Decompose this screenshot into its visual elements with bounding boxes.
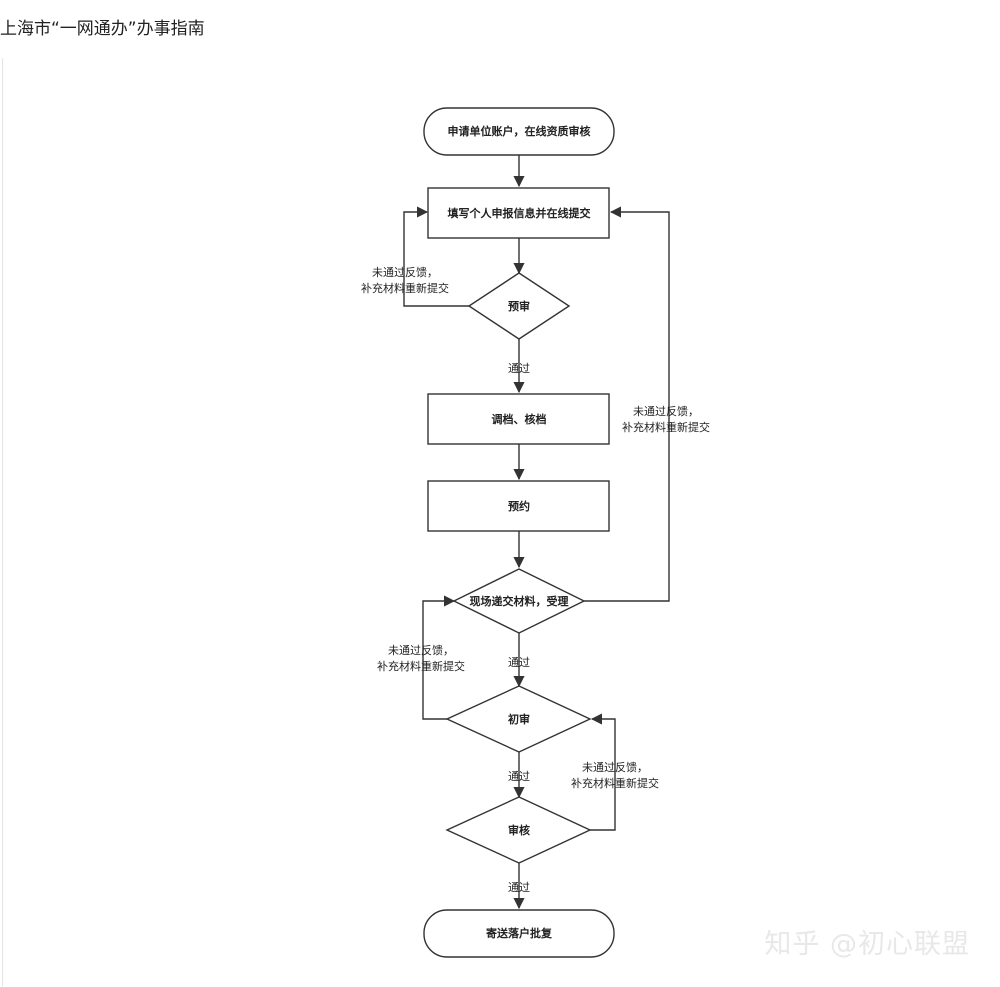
fail-label-prereview-line2: 补充材料重新提交 (361, 281, 449, 295)
node-onsite-submit (452, 568, 586, 634)
fail-label-firstreview-line2: 补充材料重新提交 (377, 659, 465, 673)
node-first-review (445, 685, 592, 753)
node-appointment-label: 预约 (508, 499, 530, 513)
node-pre-review (467, 272, 571, 340)
node-first-review-label: 初审 (508, 712, 530, 726)
node-audit (445, 796, 592, 864)
node-audit-label: 审核 (508, 823, 530, 837)
node-fill-submit (427, 187, 610, 239)
edge-prereview-fail-loop (403, 206, 469, 307)
fail-label-audit-line2: 补充材料重新提交 (571, 776, 659, 790)
page-title: 上海市“一网通办”办事指南 (0, 19, 205, 39)
node-mail-approval (423, 909, 615, 958)
watermark: 知乎 @初心联盟 (764, 929, 970, 960)
node-appointment (427, 480, 610, 532)
node-pre-review-label: 预审 (508, 299, 530, 313)
pass-label-firstreview: 通过 (508, 770, 530, 783)
node-transfer-check-label: 调档、核档 (492, 412, 547, 426)
node-apply-label: 申请单位账户，在线资质审核 (448, 124, 591, 138)
pass-label-prereview: 通过 (508, 362, 530, 375)
fail-label-onsite-line2: 补充材料重新提交 (622, 420, 710, 434)
fail-label-audit-line1: 未通过反馈， (582, 761, 648, 774)
fail-label-firstreview-line1: 未通过反馈， (388, 644, 454, 657)
figure-frame (2, 58, 998, 986)
node-mail-approval-label: 寄送落户批复 (486, 926, 553, 940)
pass-label-onsite: 通过 (508, 656, 530, 669)
fail-label-prereview-line1: 未通过反馈， (372, 266, 438, 279)
node-apply (423, 107, 615, 156)
fail-label-onsite-line1: 未通过反馈， (633, 405, 699, 418)
pass-label-audit: 通过 (508, 881, 530, 894)
edge-audit-fail-loop (590, 713, 616, 831)
edge-firstreview-fail-loop (422, 595, 456, 720)
node-onsite-submit-label: 现场递交材料，受理 (470, 594, 569, 608)
node-transfer-check (427, 393, 610, 445)
edge-onsite-fail-loop (584, 206, 670, 602)
node-fill-submit-label: 填写个人申报信息并在线提交 (448, 206, 591, 220)
